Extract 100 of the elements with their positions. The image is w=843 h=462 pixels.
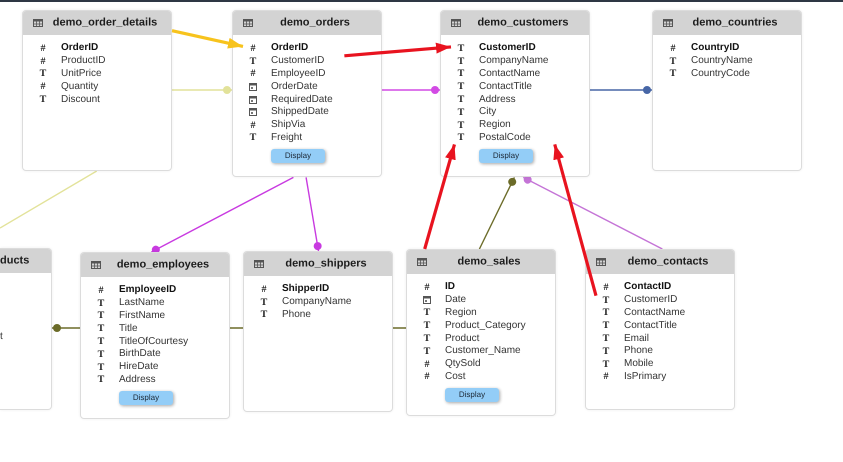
type-symbol: T <box>424 346 430 357</box>
field-name: ContactTitle <box>624 320 677 332</box>
display-button: Display <box>271 149 325 164</box>
type-symbol: T <box>458 94 464 106</box>
connector-line <box>590 86 652 94</box>
field-name: OrderID <box>271 42 308 54</box>
arrow <box>344 42 452 58</box>
type-symbol: T <box>602 294 610 306</box>
type-symbol: T <box>458 68 464 80</box>
type-symbol: T <box>458 120 464 131</box>
type-symbol: T <box>40 68 46 80</box>
type-symbol: # <box>250 42 256 54</box>
field-name: ID <box>445 281 455 294</box>
connector-line <box>522 176 663 250</box>
arrow <box>553 144 598 296</box>
field-name: CountryCode <box>691 68 750 80</box>
type-symbol: T <box>98 336 104 348</box>
field-name: IsPrimary <box>624 370 666 383</box>
type-symbol: # <box>604 371 608 382</box>
type-symbol: # <box>40 56 46 67</box>
type-symbol: T <box>602 307 610 318</box>
field-name: CompanyName <box>479 55 548 68</box>
table-title: demo_countries <box>692 16 778 30</box>
type-symbol: T <box>250 56 256 67</box>
table-title: demo_employees <box>116 258 210 272</box>
field-name: Freight <box>271 132 302 144</box>
field-name: LastName <box>119 297 165 310</box>
field-name: CustomerID <box>479 42 536 54</box>
type-symbol: T <box>602 320 610 332</box>
type-symbol: # <box>40 42 46 54</box>
field-name: ShipVia <box>271 119 306 132</box>
table-title: demo_order_details <box>52 16 158 30</box>
field-name: ContactName <box>624 306 686 319</box>
type-symbol: # <box>98 284 104 296</box>
field-name: UnitPrice <box>61 68 102 80</box>
table-card <box>652 10 802 171</box>
connector-line <box>151 176 294 254</box>
table-title: demo_contacts <box>628 256 708 268</box>
field-name: OrderDate <box>271 80 318 93</box>
field-name: Region <box>479 119 511 132</box>
type-symbol: T <box>250 132 256 144</box>
field-name: BirthDate <box>119 348 161 360</box>
field-name: Address <box>479 94 516 106</box>
arrow <box>423 144 456 250</box>
field-name: CustomerID <box>271 55 324 68</box>
field-name: TitleOfCourtesy <box>119 336 188 348</box>
table-title: demo_sales <box>458 256 520 268</box>
type-symbol: T <box>602 346 610 357</box>
type-symbol: T <box>260 296 268 308</box>
connector-line <box>172 86 232 94</box>
table-card <box>243 251 393 412</box>
type-symbol: # <box>262 284 266 295</box>
field-name: Address <box>119 374 156 386</box>
field-name: EmployeeID <box>271 68 326 80</box>
field-name: City <box>479 106 496 118</box>
type-symbol: T <box>260 309 268 320</box>
field-name: OrderID <box>61 42 98 54</box>
field-name: HireDate <box>119 361 158 374</box>
field-name: CustomerID <box>624 294 678 306</box>
type-symbol: T <box>98 298 104 309</box>
field-name: Customer_Name <box>445 345 521 358</box>
field-name: Region <box>445 306 477 319</box>
field-name: Quantity <box>61 80 98 93</box>
connector-line <box>382 86 440 94</box>
field-name: Product <box>445 332 480 345</box>
connector-line <box>305 177 322 252</box>
table-card <box>80 252 230 420</box>
table-title: demo_shippers <box>285 258 367 270</box>
field-name: Phone <box>282 308 311 321</box>
table-card <box>232 10 382 178</box>
type-symbol: T <box>458 56 464 67</box>
display-button: Display <box>445 388 499 402</box>
type-symbol: T <box>458 132 464 144</box>
field-name: ContactID <box>624 281 672 294</box>
display-button: Display <box>119 391 173 406</box>
type-symbol: T <box>424 320 430 332</box>
table-card <box>406 249 556 416</box>
field-name: ProductID <box>61 55 106 68</box>
type-symbol: # <box>670 42 676 54</box>
field-name: Product_Category <box>445 320 526 332</box>
type-symbol: T <box>670 56 676 67</box>
type-symbol: T <box>98 310 104 322</box>
type-symbol: T <box>458 81 464 92</box>
type-symbol: T <box>98 323 104 334</box>
connector-line <box>478 177 516 250</box>
type-symbol: # <box>424 371 430 382</box>
field-name: ContactName <box>479 68 540 80</box>
type-symbol: # <box>250 68 256 80</box>
type-symbol: # <box>40 81 46 92</box>
field-name: QtySold <box>445 358 481 370</box>
type-symbol: # <box>250 120 256 131</box>
arrow <box>172 29 244 49</box>
type-symbol: T <box>424 333 430 344</box>
field-name: CompanyName <box>282 296 352 308</box>
type-symbol: T <box>98 362 104 373</box>
type-symbol: # <box>604 282 608 293</box>
field-name: CountryName <box>691 55 753 68</box>
type-symbol: T <box>98 374 104 386</box>
type-symbol: T <box>98 348 104 360</box>
type-symbol: T <box>602 333 610 344</box>
